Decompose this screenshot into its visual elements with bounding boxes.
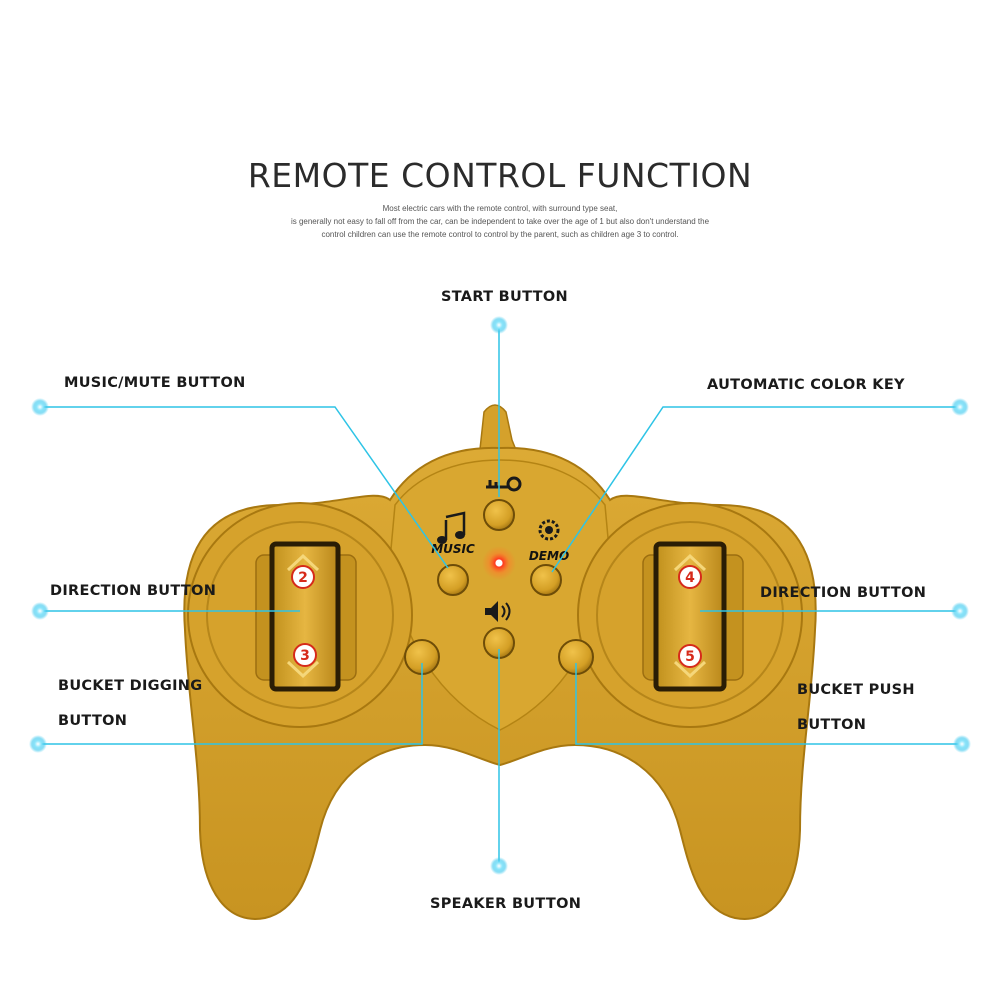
badge-4-text: 4 xyxy=(685,570,695,586)
subtitle-line: Most electric cars with the remote contr… xyxy=(382,204,618,213)
badge-2: 2 xyxy=(291,565,315,589)
music-label: MUSIC xyxy=(431,542,475,556)
start-button[interactable] xyxy=(483,499,515,531)
label-bucket-push: BUCKET PUSH BUTTON xyxy=(797,673,915,743)
endpoint-dot xyxy=(29,735,47,753)
label-bucket-push-line: BUTTON xyxy=(797,717,867,733)
badge-5: 5 xyxy=(678,644,702,668)
endpoint-dot xyxy=(31,602,49,620)
label-start-button: START BUTTON xyxy=(441,289,568,305)
status-led xyxy=(495,559,503,567)
page-subtitle: Most electric cars with the remote contr… xyxy=(230,202,770,241)
label-automatic-color-key: AUTOMATIC COLOR KEY xyxy=(707,377,905,393)
subtitle-line: is generally not easy to fall off from t… xyxy=(290,217,710,226)
endpoint-dot xyxy=(31,398,49,416)
callout-bucket-digging xyxy=(38,663,423,745)
endpoint-dot xyxy=(951,602,969,620)
arrow-up-icon xyxy=(673,553,707,572)
arrow-down-icon xyxy=(286,660,320,679)
endpoint-dot xyxy=(490,316,508,334)
label-music-mute-button: MUSIC/MUTE BUTTON xyxy=(64,375,246,391)
callout-bucket-push xyxy=(575,663,962,745)
callout-auto-color xyxy=(551,406,960,573)
speaker-icon xyxy=(485,601,511,622)
label-bucket-digging-line: BUCKET DIGGING xyxy=(58,678,203,694)
gear-icon xyxy=(538,519,560,541)
label-direction-left: DIRECTION BUTTON xyxy=(50,583,217,599)
left-pad-rocker[interactable] xyxy=(269,541,341,692)
callout-music xyxy=(40,406,449,569)
label-speaker-button: SPEAKER BUTTON xyxy=(430,896,582,912)
key-icon xyxy=(486,476,522,492)
badge-2-text: 2 xyxy=(298,570,308,586)
right-pad-rocker[interactable] xyxy=(653,541,727,692)
badge-4: 4 xyxy=(678,565,702,589)
right-pad-ring xyxy=(596,521,784,709)
left-pad-ring xyxy=(206,521,394,709)
arrow-up-icon xyxy=(286,553,320,572)
callout-endpoints xyxy=(29,316,971,875)
endpoint-dot xyxy=(951,398,969,416)
badge-5-text: 5 xyxy=(685,649,695,665)
label-direction-right: DIRECTION BUTTON xyxy=(760,585,927,601)
demo-label: DEMO xyxy=(529,549,569,563)
badge-3-text: 3 xyxy=(300,648,310,664)
page-title: REMOTE CONTROL FUNCTION xyxy=(247,156,753,195)
music-mute-button[interactable] xyxy=(437,564,469,596)
arrow-down-icon xyxy=(673,660,707,679)
endpoint-dot xyxy=(953,735,971,753)
label-bucket-push-line: BUCKET PUSH xyxy=(797,682,915,698)
callout-lines xyxy=(38,325,962,865)
label-bucket-digging: BUCKET DIGGING BUTTON xyxy=(58,669,202,739)
music-note-icon xyxy=(437,511,466,544)
subtitle-line: control children can use the remote cont… xyxy=(321,230,679,239)
endpoint-dot xyxy=(490,857,508,875)
badge-3: 3 xyxy=(293,643,317,667)
label-bucket-digging-line: BUTTON xyxy=(58,713,128,729)
demo-color-button[interactable] xyxy=(530,564,562,596)
